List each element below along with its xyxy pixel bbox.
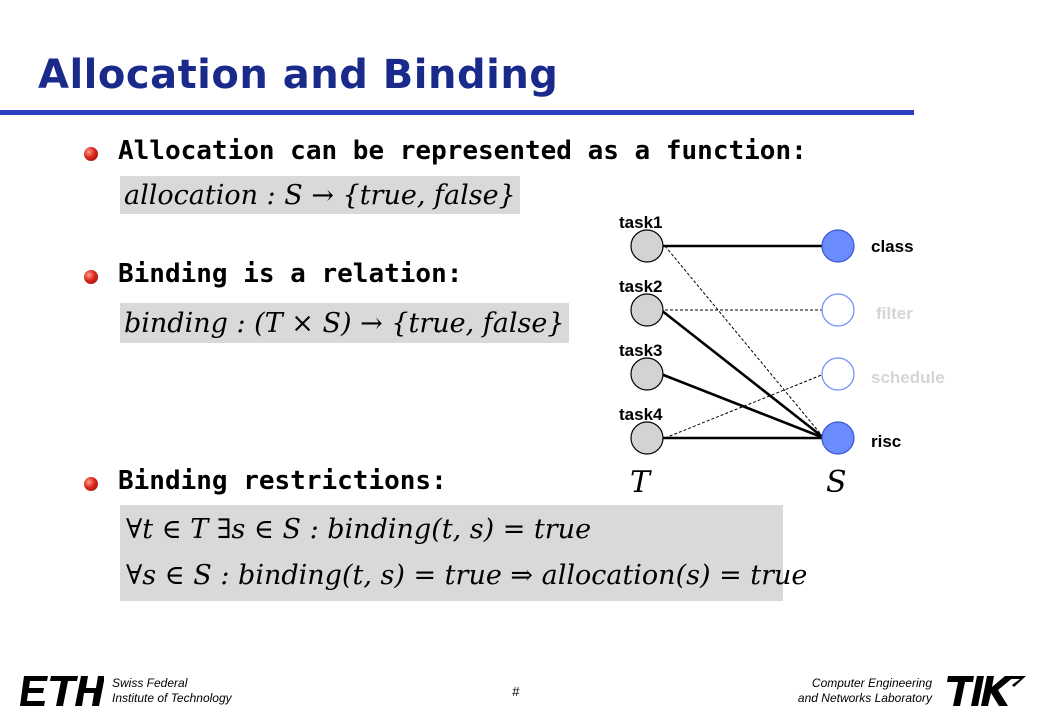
lab-line-1: Computer Engineering xyxy=(811,676,932,690)
restriction-formula-2: ∀s ∈ S : binding(t, s) = true ⇒ allocati… xyxy=(126,560,808,591)
institution-name: Swiss Federal Institute of Technology xyxy=(112,676,232,706)
lab-line-2: and Networks Laboratory xyxy=(797,691,932,705)
unallocated-resource-node xyxy=(821,293,855,327)
resource-label: filter xyxy=(876,304,913,323)
unallocated-resource-node xyxy=(821,357,855,391)
lab-name: Computer Engineering and Networks Labora… xyxy=(798,676,932,706)
allocation-formula: allocation : S → {true, false} xyxy=(120,176,520,214)
bullet-icon xyxy=(84,477,98,491)
task-set-label: T xyxy=(630,465,651,500)
resource-label: class xyxy=(871,237,914,256)
binding-graph xyxy=(630,229,855,455)
bullet-allocation-text: Allocation can be represented as a funct… xyxy=(118,136,807,166)
task-label: task1 xyxy=(619,213,663,232)
task-label: task3 xyxy=(619,341,663,360)
bullet-restrictions-text: Binding restrictions: xyxy=(118,466,447,496)
possible-binding-edge xyxy=(664,245,825,439)
bullet-binding-text: Binding is a relation: xyxy=(118,259,463,289)
binding-edge xyxy=(660,308,825,440)
task-node xyxy=(630,421,664,455)
bullet-icon xyxy=(84,270,98,284)
allocated-resource-node xyxy=(821,421,855,455)
tik-logo xyxy=(947,676,1026,706)
bullet-icon xyxy=(84,147,98,161)
institution-line-2: Institute of Technology xyxy=(112,691,232,705)
eth-logo xyxy=(20,676,104,706)
binding-formula: binding : (T × S) → {true, false} xyxy=(120,303,569,343)
task-label: task2 xyxy=(619,277,663,296)
restriction-formula-1: ∀t ∈ T ∃s ∈ S : binding(t, s) = true xyxy=(126,514,592,545)
allocated-resource-node xyxy=(821,229,855,263)
title-underline xyxy=(0,110,914,115)
binding-edge xyxy=(660,372,825,440)
resource-set-label: S xyxy=(826,465,847,500)
page-number: # xyxy=(512,684,520,699)
resource-label: risc xyxy=(871,432,902,451)
task-label: task4 xyxy=(619,405,663,424)
institution-line-1: Swiss Federal xyxy=(112,676,188,690)
restriction-formulas: ∀t ∈ T ∃s ∈ S : binding(t, s) = true ∀s … xyxy=(120,505,808,601)
task-node xyxy=(630,357,664,391)
resource-label: schedule xyxy=(871,368,945,387)
task-node xyxy=(630,293,664,327)
slide-title: Allocation and Binding xyxy=(38,52,559,98)
task-node xyxy=(630,229,664,263)
